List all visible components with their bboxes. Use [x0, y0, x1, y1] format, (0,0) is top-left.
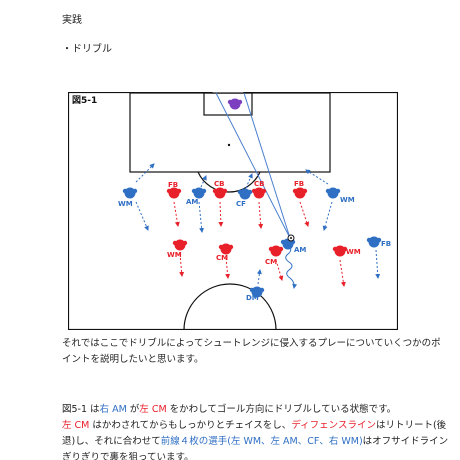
player-red-fb-right	[292, 187, 308, 199]
text-left-cm: 左 CM	[62, 420, 90, 431]
label-blue-cf: CF	[236, 200, 246, 208]
text-left-cm: 左 CM	[139, 404, 167, 415]
player-red-wm-right	[332, 245, 348, 257]
label-blue-dm: DM	[246, 294, 259, 302]
player-blue-wm-left	[122, 187, 138, 199]
player-blue-dm	[249, 286, 265, 298]
label-blue-fb-right: FB	[381, 240, 391, 248]
paragraph-intro-line1: それではここでドリブルによってシュートレンジに侵入するプレーについていくつかのポ	[62, 338, 441, 349]
pitch-boundary	[68, 92, 398, 330]
paragraph-chase-line3: ぎりぎりで裏を狙っています。	[62, 452, 194, 460]
text-segment: が	[126, 404, 140, 415]
label-red-fb-right: FB	[294, 180, 304, 188]
figure-label: 図5-1	[72, 95, 97, 106]
player-red-cb-right	[251, 187, 267, 199]
paragraph-chase-line2: 退)し、それに合わせて前線４枚の選手(左 WM、左 AM、CF、右 WM)はオフ…	[62, 434, 448, 449]
dribble-path	[285, 245, 298, 289]
paragraph-intro-line2: イントを説明したいと思います。	[62, 354, 204, 365]
player-red-cm-left	[218, 243, 234, 255]
text-segment: 図5-1 は	[62, 404, 100, 415]
player-blue-wm-right	[325, 187, 341, 199]
penalty-spot	[227, 143, 231, 147]
label-red-cm-left: CM	[216, 254, 228, 262]
label-red-wm-left: WM	[167, 251, 182, 259]
shot-line-left	[215, 92, 291, 239]
player-blue-cf	[237, 188, 253, 200]
text-segment: はオフサイドライン	[362, 436, 449, 447]
subheading: ・ドリブル	[62, 44, 112, 55]
text-segment: 退)し、それに合わせて	[62, 436, 161, 447]
text-right-am: 右 AM	[99, 404, 127, 415]
text-front-four: 前線４枚の選手(左 WM、左 AM、CF、右 WM)	[160, 436, 363, 447]
paragraph-figure-description: 図5-1 は右 AM が左 CM をかわしてゴール方向にドリブルしている状態です…	[62, 402, 396, 417]
paragraph-chase-line1: 左 CM はかわされてからもしっかりとチェイスをし、ディフェンスラインはリトリー…	[62, 418, 446, 433]
player-blue-fb-right	[366, 236, 382, 248]
text-segment: はリトリート(後	[375, 420, 447, 431]
player-red-cm-right	[268, 245, 284, 257]
player-red-wm-left	[172, 239, 188, 251]
label-blue-am-right: AM	[294, 246, 306, 254]
label-red-cb-left: CB	[214, 180, 224, 188]
center-circle	[183, 283, 277, 330]
player-red-fb-left	[166, 187, 182, 199]
text-segment: をかわしてゴール方向にドリブルしている状態です。	[166, 404, 397, 415]
label-red-cm-right: CM	[265, 258, 277, 266]
label-red-fb-left: FB	[168, 181, 178, 189]
label-blue-wm-left: WM	[118, 200, 133, 208]
player-red-cb-left	[212, 187, 228, 199]
goalkeeper	[229, 98, 241, 110]
shot-line-right	[243, 92, 291, 239]
heading: 実践	[62, 15, 82, 26]
label-blue-wm-right: WM	[340, 196, 355, 204]
label-blue-am-left: AM	[186, 198, 198, 206]
pitch-diagram: 図5-1	[68, 92, 398, 330]
label-red-wm-right: WM	[346, 248, 361, 256]
text-segment: はかわされてからもしっかりとチェイスをし、	[89, 420, 292, 431]
goal	[211, 92, 245, 94]
player-blue-am-left	[191, 187, 207, 199]
label-red-cb-right: CB	[254, 180, 264, 188]
text-defense-line: ディフェンスライン	[291, 420, 376, 431]
